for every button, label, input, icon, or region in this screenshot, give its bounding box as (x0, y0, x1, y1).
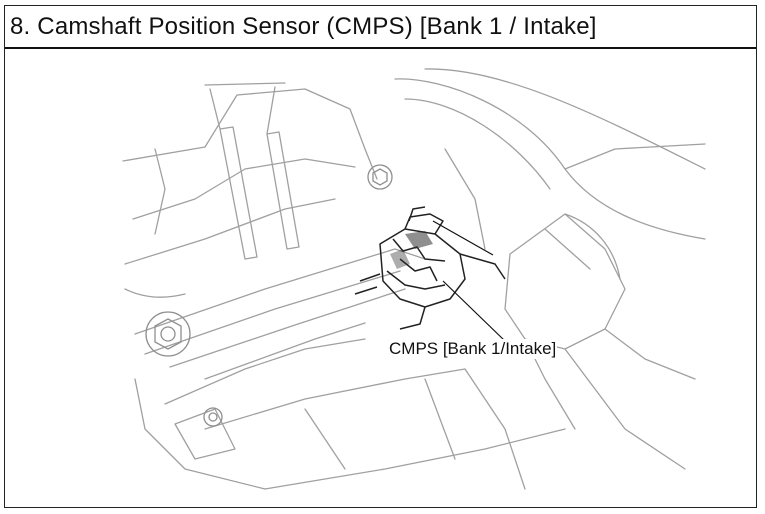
bolt-left (145, 311, 191, 357)
engine-line-drawing (122, 68, 706, 490)
housing-outline-left (122, 88, 378, 180)
bolt-group (145, 164, 393, 427)
title-bar: 8. Camshaft Position Sensor (CMPS) [Bank… (5, 6, 756, 49)
sensor-connector-detail (390, 231, 433, 269)
bolt-upper (367, 164, 393, 190)
rod-right (266, 131, 300, 250)
cmps-callout-label: CMPS [Bank 1/Intake] (388, 339, 558, 359)
diagram-frame: 8. Camshaft Position Sensor (CMPS) [Bank… (4, 5, 757, 508)
cmps-sensor (354, 206, 506, 330)
page-title: 8. Camshaft Position Sensor (CMPS) [Bank… (10, 12, 597, 40)
housing-outline-right (394, 78, 706, 240)
rod-left (219, 126, 258, 260)
hose-right (504, 213, 626, 350)
bolt-lower (203, 407, 223, 427)
main-beam (134, 248, 426, 335)
engine-illustration: CMPS [Bank 1/Intake] (5, 49, 756, 507)
callout-leader (432, 220, 506, 342)
